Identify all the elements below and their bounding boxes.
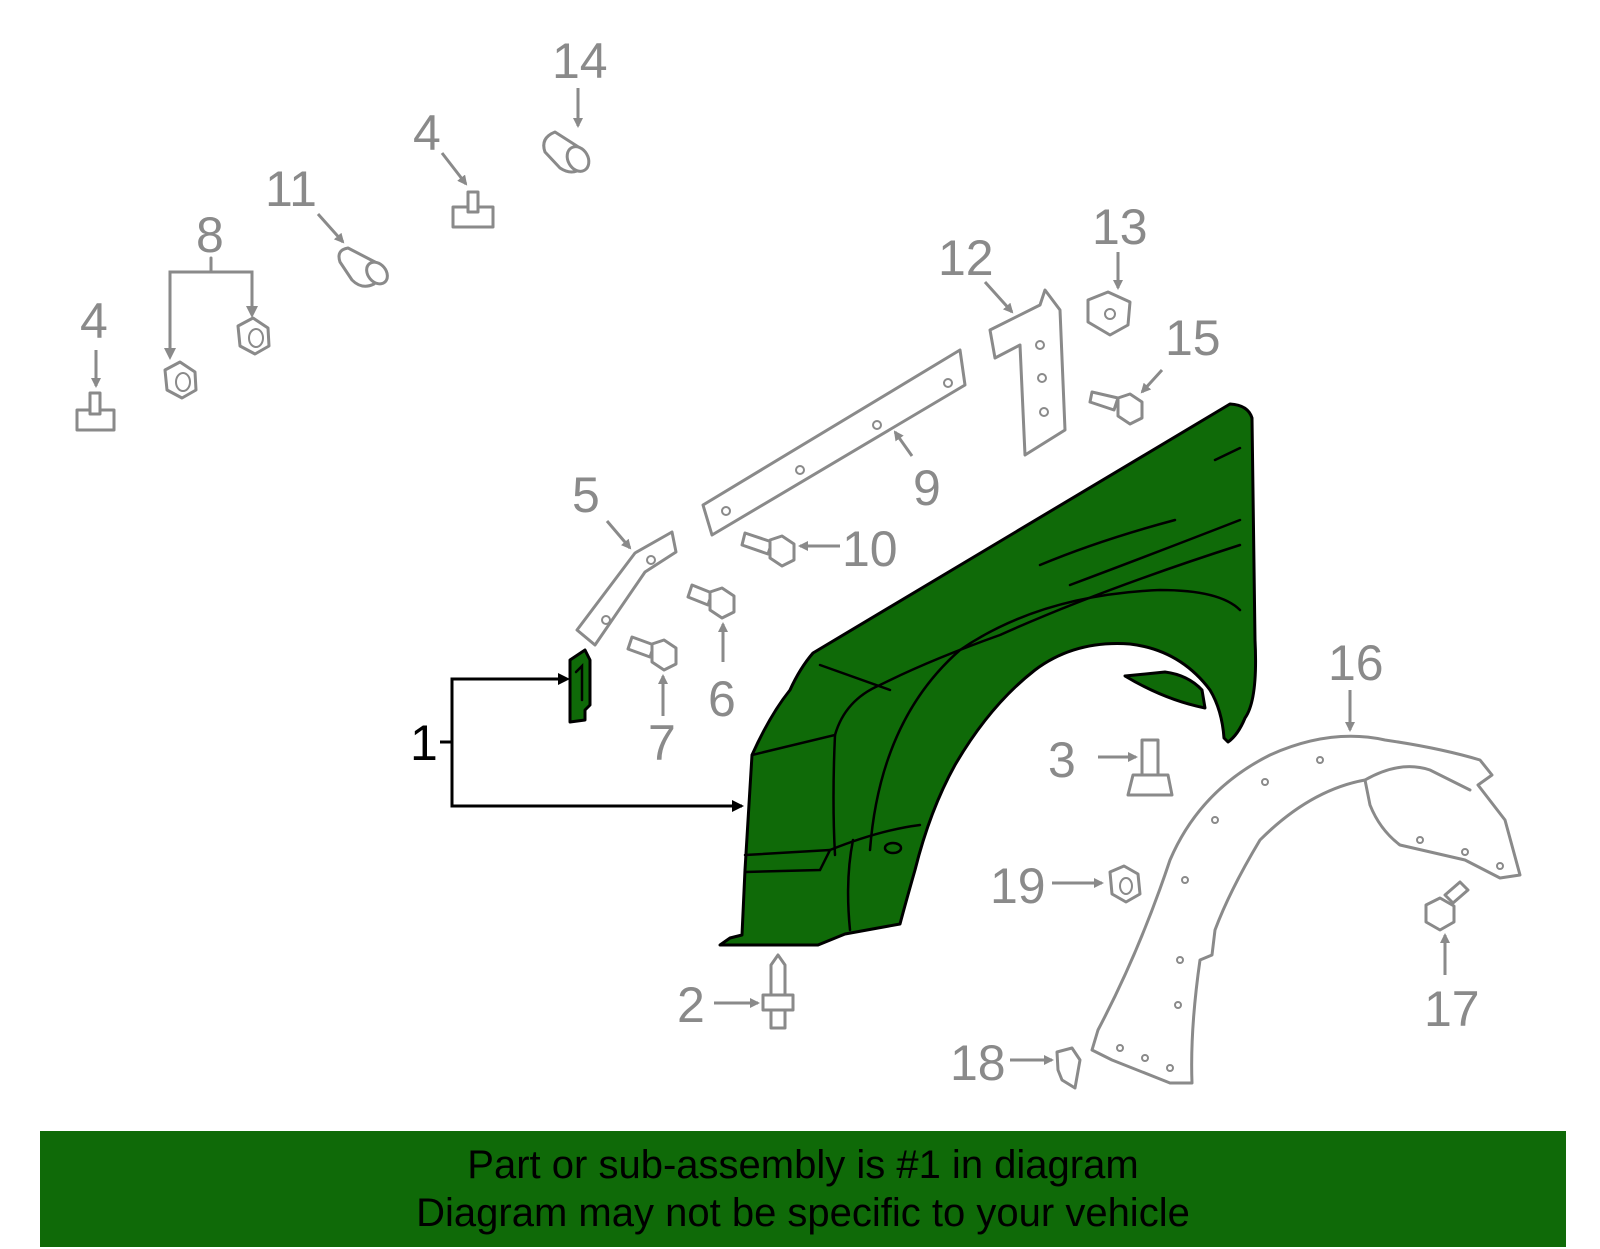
part-19-nut: 19 xyxy=(990,858,1142,914)
label-4-upper: 4 xyxy=(413,105,441,161)
part-5-bracket: 5 xyxy=(572,467,678,647)
part-13-clip: 13 xyxy=(1086,199,1148,337)
part-1-fender[interactable] xyxy=(718,402,1258,947)
banner-line-1: Part or sub-assembly is #1 in diagram xyxy=(467,1143,1139,1187)
label-6: 6 xyxy=(708,671,736,727)
part-3-bolt: 3 xyxy=(1048,732,1174,797)
label-18: 18 xyxy=(950,1035,1006,1091)
part-7-bolt: 7 xyxy=(626,635,678,771)
label-13: 13 xyxy=(1092,199,1148,255)
part-15-bolt: 15 xyxy=(1088,310,1221,426)
part-2-pin: 2 xyxy=(677,953,795,1033)
label-4-lower: 4 xyxy=(80,293,108,349)
label-19: 19 xyxy=(990,858,1046,914)
label-10: 10 xyxy=(842,521,898,577)
part-12-bracket: 12 xyxy=(938,230,1067,457)
part-18-clip: 18 xyxy=(950,1035,1082,1091)
part-11-nut: 11 xyxy=(265,161,389,288)
label-9: 9 xyxy=(913,460,941,516)
label-11: 11 xyxy=(265,161,317,217)
label-1: 1 xyxy=(410,715,438,771)
label-2: 2 xyxy=(677,977,705,1033)
label-17: 17 xyxy=(1424,981,1480,1037)
part-4-stud-upper: 4 xyxy=(413,105,495,229)
part-17-bolt: 17 xyxy=(1424,880,1480,1037)
label-7: 7 xyxy=(648,715,676,771)
label-8: 8 xyxy=(196,207,224,263)
label-15: 15 xyxy=(1165,310,1221,366)
label-5: 5 xyxy=(572,467,600,523)
banner-line-2: Diagram may not be specific to your vehi… xyxy=(416,1191,1190,1235)
part-10-bolt: 10 xyxy=(740,521,898,577)
part-6-bolt: 6 xyxy=(686,583,736,727)
part-8-nuts: 8 xyxy=(163,207,271,400)
callout-1: 1 xyxy=(410,673,744,812)
part-1-small-bracket xyxy=(568,648,592,724)
part-4-stud-lower: 4 xyxy=(75,293,116,432)
part-16-liner: 16 xyxy=(1090,635,1522,1085)
part-14-nut: 14 xyxy=(542,33,608,174)
info-banner: Part or sub-assembly is #1 in diagram Di… xyxy=(40,1131,1566,1247)
part-9-rail: 9 xyxy=(701,348,967,537)
label-3: 3 xyxy=(1048,732,1076,788)
label-12: 12 xyxy=(938,230,994,286)
label-16: 16 xyxy=(1328,635,1384,691)
label-14: 14 xyxy=(552,33,608,89)
